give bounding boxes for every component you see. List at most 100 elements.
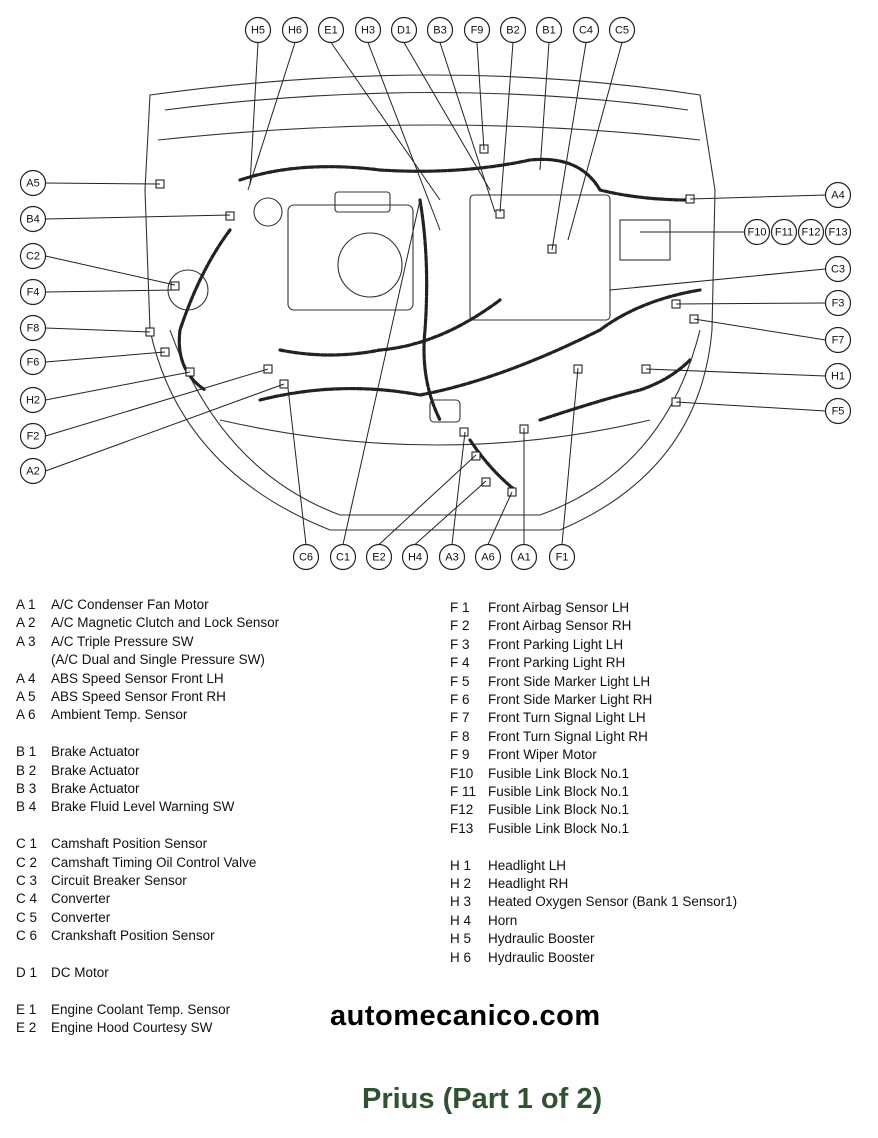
leader-lines: [45, 42, 826, 545]
callout-circle: [244, 16, 272, 44]
callout-text: F8: [27, 323, 40, 335]
legend-code: F 3: [450, 636, 470, 652]
leader-line: [645, 368, 826, 377]
legend-label: Converter: [51, 909, 111, 925]
callout-c1: C1: [329, 543, 357, 571]
legend-label: Brake Actuator: [51, 781, 140, 797]
legend-code: F 7: [450, 710, 470, 726]
callout-f6: F6: [19, 348, 47, 376]
callout-circle: [797, 218, 825, 246]
callout-h1: H1: [824, 362, 852, 390]
callout-text: F11: [775, 227, 793, 239]
callout-text: C6: [299, 552, 313, 564]
callout-c5: C5: [608, 16, 636, 44]
callout-text: H3: [361, 25, 375, 37]
leader-line: [561, 367, 579, 545]
legend-gap: [16, 817, 279, 835]
legend-code: F 6: [450, 692, 470, 708]
callout-a6: A6: [474, 543, 502, 571]
callout-circle: [499, 16, 527, 44]
leader-line: [551, 42, 587, 251]
callout-circle: [438, 543, 466, 571]
callout-b1: B1: [535, 16, 563, 44]
leader-line: [567, 42, 623, 241]
leader-line: [693, 318, 826, 341]
callout-circle: [535, 16, 563, 44]
legend-code: F 2: [450, 618, 470, 634]
callout-text: H5: [251, 25, 265, 37]
legend-label: Front Turn Signal Light RH: [488, 728, 648, 744]
callout-f4: F4: [19, 278, 47, 306]
callout-c2: C2: [19, 242, 47, 270]
legend-label: Front Side Marker Light RH: [488, 692, 653, 708]
callout-f3: F3: [824, 289, 852, 317]
legend-code: H 2: [450, 876, 472, 892]
legend-label: Horn: [488, 912, 518, 928]
callout-a3: A3: [438, 543, 466, 571]
callout-text: H4: [408, 552, 422, 564]
leader-line: [45, 289, 176, 293]
leader-line: [287, 387, 307, 545]
legend-label: Ambient Temp. Sensor: [51, 707, 188, 723]
callout-text: C1: [336, 552, 350, 564]
legend-code: F 9: [450, 747, 470, 763]
legend-code: F12: [450, 802, 474, 818]
callout-f9: F9: [463, 16, 491, 44]
callout-text: H2: [26, 395, 40, 407]
leader-line: [249, 42, 259, 186]
legend-code: A 3: [16, 633, 36, 649]
leader-line: [403, 42, 491, 191]
legend-label: Hydraulic Booster: [488, 949, 595, 965]
legend-code: B 2: [16, 762, 37, 778]
callout-circle: [19, 422, 47, 450]
legend-code: C 6: [16, 928, 38, 944]
callout-circle: [19, 278, 47, 306]
legend-gap: [16, 982, 279, 1000]
legend-label: Camshaft Position Sensor: [51, 836, 208, 852]
callout-text: E2: [372, 552, 385, 564]
callout-b2: B2: [499, 16, 527, 44]
callout-text: A6: [481, 552, 494, 564]
callout-text: C3: [831, 264, 845, 276]
callout-circle: [281, 16, 309, 44]
legend-code: F 8: [450, 728, 470, 744]
callout-c4: C4: [572, 16, 600, 44]
callout-text: A4: [831, 190, 844, 202]
callout-circle: [19, 314, 47, 342]
legend-code: C 5: [16, 909, 38, 925]
callout-circle: [365, 543, 393, 571]
callout-circle: [329, 543, 357, 571]
legend-code: B 4: [16, 799, 37, 815]
callout-f1: F1: [548, 543, 576, 571]
legend-label: ABS Speed Sensor Front LH: [51, 670, 224, 686]
callout-a2: A2: [19, 457, 47, 485]
callout-f12: F12: [797, 218, 825, 246]
legend-code: F10: [450, 765, 474, 781]
callout-h2: H2: [19, 386, 47, 414]
legend-code: F 11: [450, 784, 477, 800]
callout-text: E1: [324, 25, 337, 37]
legend-code: H 1: [450, 857, 472, 873]
page-title: Prius (Part 1 of 2): [362, 1083, 603, 1115]
callout-circle: [608, 16, 636, 44]
callout-text: B4: [26, 214, 39, 226]
leader-line: [675, 401, 826, 412]
legend-code: H 6: [450, 949, 472, 965]
callout-text: B1: [542, 25, 555, 37]
leader-line: [451, 431, 466, 545]
